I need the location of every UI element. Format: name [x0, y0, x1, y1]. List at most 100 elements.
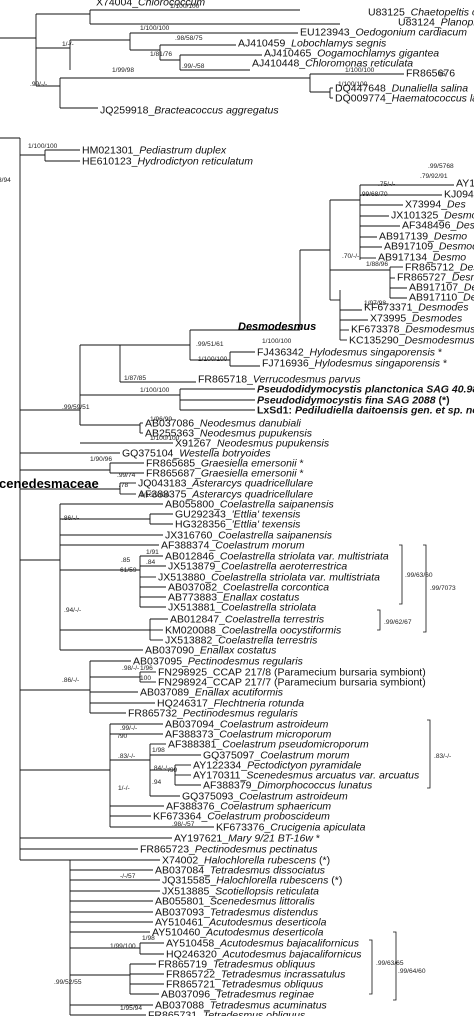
- accession-number: HQ246317_: [157, 698, 214, 710]
- taxon-note: *: [435, 347, 442, 359]
- tip-t64: FR865732_Pectinodesmus regularis: [128, 708, 299, 720]
- svg-text:FN298925_CCAP 217/8 (Parameciu: FN298925_CCAP 217/8 (Paramecium bursaria…: [158, 667, 426, 679]
- svg-text:X91267_Neodesmus pupukensis: X91267_Neodesmus pupukensis: [175, 438, 330, 450]
- svg-text:KC135290_Desmodesmus: KC135290_Desmodesmus: [349, 335, 474, 347]
- accession-number: JX316760_: [165, 530, 218, 542]
- svg-text:JX513879_Coelastrella aeroterr: JX513879_Coelastrella aeroterrestrica: [168, 561, 347, 573]
- accession-number: JQ315585_: [162, 875, 216, 887]
- svg-text:AB055800_Coelastrella saipanen: AB055800_Coelastrella saipanensis: [165, 499, 334, 511]
- tip-t37: AB255363_Neodesmus pupukensis: [145, 428, 313, 440]
- accession-number: FR865722_: [166, 969, 221, 981]
- taxon-name: Coelastrum astroideum: [239, 791, 348, 803]
- taxon-name: Halochlorella rubescens: [216, 875, 329, 887]
- taxon-name: Des: [456, 220, 474, 232]
- svg-text:AB917110_Desm: AB917110_Desm: [409, 292, 474, 304]
- taxon-name: CCAP 217/7: [213, 677, 271, 689]
- tip-t16: X73994_Des: [405, 199, 466, 211]
- tip-t86: AY510458_Acutodesmus bajacalifornicus: [166, 938, 360, 950]
- support-value-s47: /90: [118, 733, 127, 740]
- taxon-name: Tetradesmus obliquus: [203, 1010, 306, 1016]
- svg-text:DQ009774_Haematococcus lacustr: DQ009774_Haematococcus lacustris: [335, 93, 474, 105]
- taxon-name: Coelastrum pseudomicroporum: [222, 739, 369, 751]
- taxon-name: Coelastrella saipanensis: [220, 499, 335, 511]
- taxon-name: Desmodesmus: [404, 335, 474, 347]
- svg-text:EU123943_Oedogonium cardiacum: EU123943_Oedogonium cardiacum: [300, 27, 467, 39]
- taxon-name: Pectinodesmus pectinatus: [195, 844, 318, 856]
- support-value-s45: .86/-/-: [62, 677, 79, 684]
- tip-t43: AF388375_Asterarcys quadricellulare: [138, 489, 313, 501]
- tip-t20: AB917109_Desmod: [384, 241, 474, 253]
- tip-t21: AB917134_Desmo: [378, 252, 466, 264]
- accession-number: AB037088_: [155, 1000, 210, 1012]
- taxon-note: (Paramecium bursaria symbiont): [271, 667, 426, 679]
- svg-text:JX513881_Coelastrella striolat: JX513881_Coelastrella striolata: [168, 602, 316, 614]
- taxon-name: Des: [447, 199, 466, 211]
- svg-text:FR865676: FR865676: [406, 68, 455, 80]
- taxon-name: Pseudodidymocystis fina SAG 2088: [257, 395, 436, 407]
- taxon-name: Neodesmus danubiali: [200, 418, 302, 430]
- tip-t77: FR865723_Pectinodesmus pectinatus: [140, 844, 318, 856]
- accession-number: FR865727_: [397, 272, 452, 284]
- svg-text:FR865731_Tetradesmus obliquus: FR865731_Tetradesmus obliquus: [148, 1010, 306, 1016]
- accession-number: X74002_: [162, 855, 204, 867]
- svg-text:HQ246317_Flechtneria rotunda: HQ246317_Flechtneria rotunda: [157, 698, 304, 710]
- tip-t87: HQ246320_Acutodesmus bajacalifornicus: [166, 949, 362, 961]
- taxon-name: Tetradesmus obliquus: [213, 959, 316, 971]
- svg-text:JX316760_Coelastrella saipanen: JX316760_Coelastrella saipanensis: [165, 530, 333, 542]
- support-value-s04: .98/58/75: [175, 35, 203, 42]
- tip-t55: AB012847_Coelastrella terrestris: [170, 614, 325, 626]
- tip-t85: AY510460_Acutodesmus deserticola: [152, 927, 324, 939]
- accession-number: AB037095_: [133, 656, 188, 668]
- tip-t61: FN298924_CCAP 217/7 (Paramecium bursaria…: [158, 677, 426, 689]
- svg-text:AY122334_Pectodictyon pyramida: AY122334_Pectodictyon pyramidale: [193, 760, 362, 772]
- tip-t67: AF388381_Coelastrum pseudomicroporum: [168, 739, 369, 751]
- support-value-s01: 1/100/100: [170, 3, 200, 10]
- support-value-s25: 1/100/100: [140, 387, 170, 394]
- support-value-s30: 1/100/100: [140, 492, 170, 499]
- taxon-name: Pectinodesmus regularis: [183, 708, 299, 720]
- tip-t42: JQ043183_Asterarcys quadricellulare: [138, 478, 313, 490]
- svg-text:JX101325_Desmode: JX101325_Desmode: [391, 210, 474, 222]
- taxon-name: Desmo: [433, 252, 466, 264]
- accession-number: FJ716936_: [262, 358, 315, 370]
- tip-t23: FR865727_Desmo: [397, 272, 474, 284]
- tip-t13: HE610123_Hydrodictyon reticulatum: [82, 156, 253, 168]
- taxon-name: Desmo: [452, 272, 474, 284]
- taxon-name: Chloromonas reticulata: [305, 58, 413, 70]
- support-value-s38: .99/63/60: [405, 572, 433, 579]
- support-value-s49: 1/98: [152, 747, 165, 754]
- support-value-s23: 1/100/100: [198, 356, 228, 363]
- accession-number: X91267_: [175, 438, 217, 450]
- support-value-s50: .84/-/-: [152, 765, 169, 772]
- taxon-note: *: [440, 358, 447, 370]
- svg-text:FR865727_Desmo: FR865727_Desmo: [397, 272, 474, 284]
- taxon-note: *: [313, 833, 320, 845]
- tip-t88: FR865719_Tetradesmus obliquus: [158, 959, 316, 971]
- taxon-name: Tetradesmus obliquus: [221, 979, 324, 991]
- tip-t38: X91267_Neodesmus pupukensis: [175, 438, 330, 450]
- taxon-name: Acutodesmus bajacalifornicus: [219, 938, 360, 950]
- tip-t36: AB037086_Neodesmus danubiali: [145, 418, 302, 430]
- svg-text:AB037090_Enallax costatus: AB037090_Enallax costatus: [145, 645, 277, 657]
- accession-number: DQ447648_: [335, 83, 392, 95]
- tip-t89: FR865722_Tetradesmus incrassatulus: [166, 969, 346, 981]
- accession-number: AB917109_: [384, 241, 439, 253]
- accession-number: AB037094_: [165, 719, 220, 731]
- taxon-name: Coelastrella terrestris: [218, 635, 318, 647]
- svg-text:GQ375104_Westella botryoides: GQ375104_Westella botryoides: [122, 448, 271, 460]
- svg-text:AB917134_Desmo: AB917134_Desmo: [378, 252, 466, 264]
- taxon-name: Asterarcys quadricellulare: [191, 478, 313, 490]
- svg-text:KF673378_Desmodesmus: KF673378_Desmodesmus: [351, 324, 474, 336]
- support-value-s43: 1/96: [140, 665, 153, 672]
- support-bracket: [369, 939, 373, 995]
- tip-t79: AB037084_Tetradesmus dissociatus: [155, 865, 326, 877]
- tip-t62: AB037089_Enallax acutiformis: [140, 687, 284, 699]
- taxon-name: Coelastrum morum: [260, 750, 350, 762]
- svg-text:AB037089_Enallax acutiformis: AB037089_Enallax acutiformis: [140, 687, 284, 699]
- support-value-s57: 1/98: [142, 935, 155, 942]
- accession-number: AB037089_: [140, 687, 195, 699]
- accession-number: AY122334_: [193, 760, 247, 772]
- svg-text:AJ410448_Chloromonas reticulat: AJ410448_Chloromonas reticulata: [252, 58, 413, 70]
- accession-number: AB055801_: [155, 896, 210, 908]
- accession-number: JQ043183_: [138, 478, 192, 490]
